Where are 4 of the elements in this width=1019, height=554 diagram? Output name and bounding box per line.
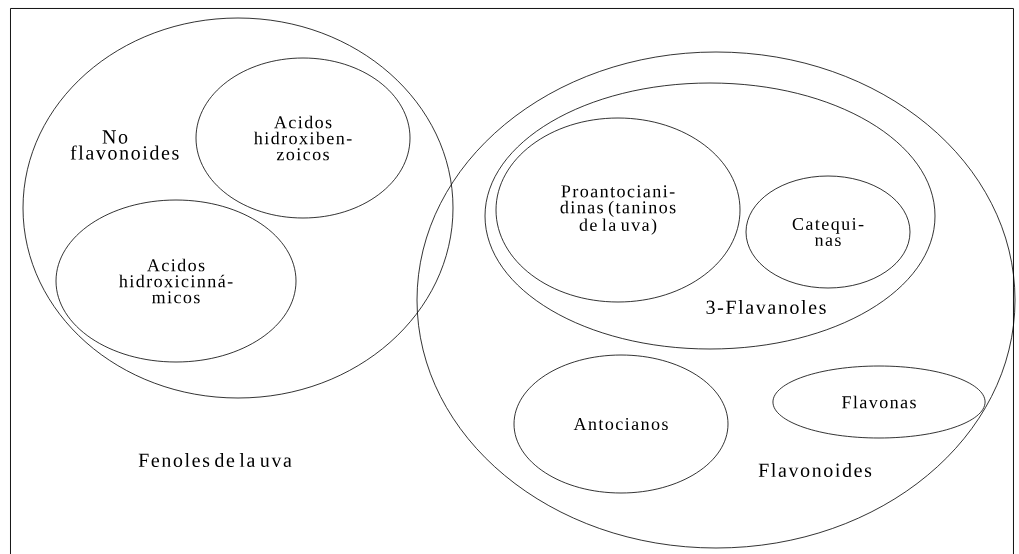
group-label: No flavonoides bbox=[70, 130, 179, 160]
group-label: Fenoles de la uva bbox=[138, 453, 292, 468]
group-label: Flavonoides bbox=[758, 463, 872, 478]
group-label: 3-Flavanoles bbox=[706, 300, 826, 315]
